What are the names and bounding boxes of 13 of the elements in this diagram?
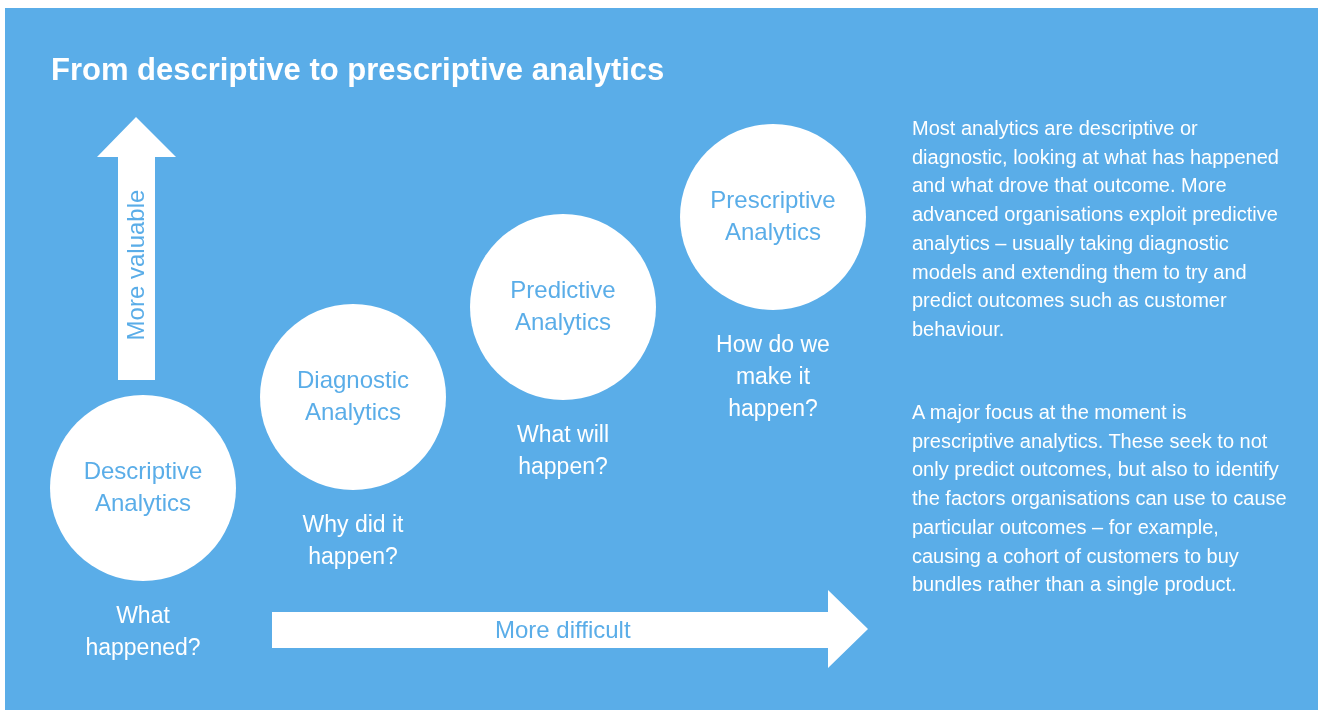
node-label: Diagnostic Analytics	[295, 365, 411, 427]
node-caption: Why did it happen?	[301, 510, 405, 571]
paragraph: Most analytics are descriptive or diagnostic, looking at what has happened and what drove that outcome. More advanced organisations exploit predictive analytics – usually taking diagnostic models and extending them to try and predict outcomes such as customer behaviour.	[912, 116, 1280, 342]
node-caption: What happened?	[84, 601, 202, 662]
node-label: Prescriptive Analytics	[709, 185, 837, 247]
node-label: Descriptive Analytics	[82, 456, 204, 518]
axis-label: More valuable	[121, 189, 150, 341]
node-caption: What will happen?	[516, 420, 610, 481]
node-caption: How do we make it happen?	[715, 330, 831, 423]
axis-label: More difficult	[495, 616, 631, 644]
paragraph: A major focus at the moment is prescriptive analytics. These seek to not only predict outcomes, but also to identify the factors organisations can use to cause particular outcomes – for example, causing a cohort of customers to buy bundles rather than a single product.	[912, 400, 1288, 598]
title: From descriptive to prescriptive analytics	[51, 52, 665, 88]
node-label: Predictive Analytics	[509, 275, 617, 337]
